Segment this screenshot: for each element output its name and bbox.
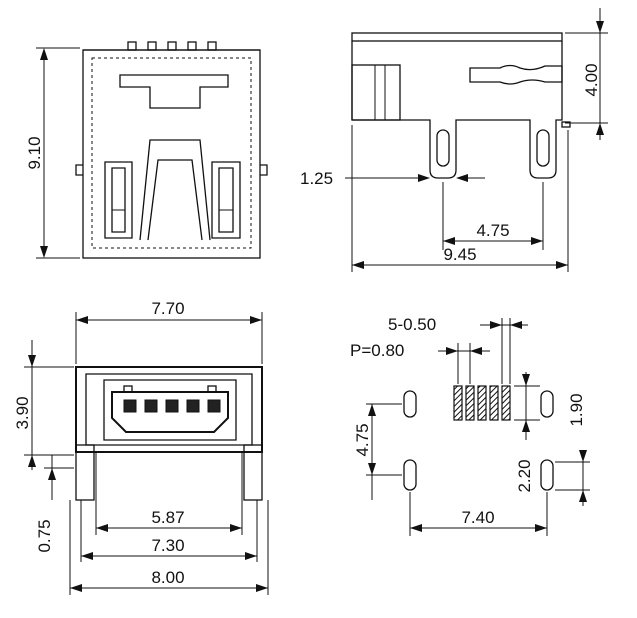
dim-front-view-base: 0.75: [35, 519, 54, 552]
dim-footprint-horizontal-span: 7.40: [461, 508, 494, 527]
dim-front-view-width-top: 7.70: [151, 299, 184, 318]
dim-front-view-total-width: 8.00: [151, 568, 184, 587]
top-view: 9.10: [25, 41, 268, 259]
front-view: 7.70 3.90 0.75 5.87 7.30 8.00: [13, 299, 269, 595]
dim-front-view-mid-width: 7.30: [151, 536, 184, 555]
dim-front-view-inner-width: 5.87: [151, 508, 184, 527]
dim-footprint-pad-offset: 1.90: [567, 393, 586, 426]
footprint-pads: [453, 385, 511, 421]
dim-side-view-pin-span: 4.75: [476, 221, 509, 240]
dim-side-view-pin-offset: 1.25: [300, 169, 333, 188]
dim-front-view-height: 3.90: [13, 396, 32, 429]
dim-side-view-height: 4.00: [582, 63, 601, 96]
front-contacts: [123, 385, 221, 413]
pcb-footprint: 5-0.50 P=0.80 4.75 1.90 2.20 7: [350, 315, 590, 536]
dim-footprint-slot-offset: 2.20: [515, 459, 534, 492]
dim-side-view-length: 9.45: [443, 245, 476, 264]
dim-footprint-pitch: P=0.80: [350, 341, 404, 360]
dim-top-view-height: 9.10: [25, 136, 44, 169]
side-view: 4.00 1.25 4.75 9.45: [300, 8, 608, 272]
dim-footprint-vertical-span: 4.75: [353, 423, 372, 456]
dim-footprint-pad-width: 5-0.50: [388, 315, 436, 334]
top-pins: [127, 41, 217, 51]
